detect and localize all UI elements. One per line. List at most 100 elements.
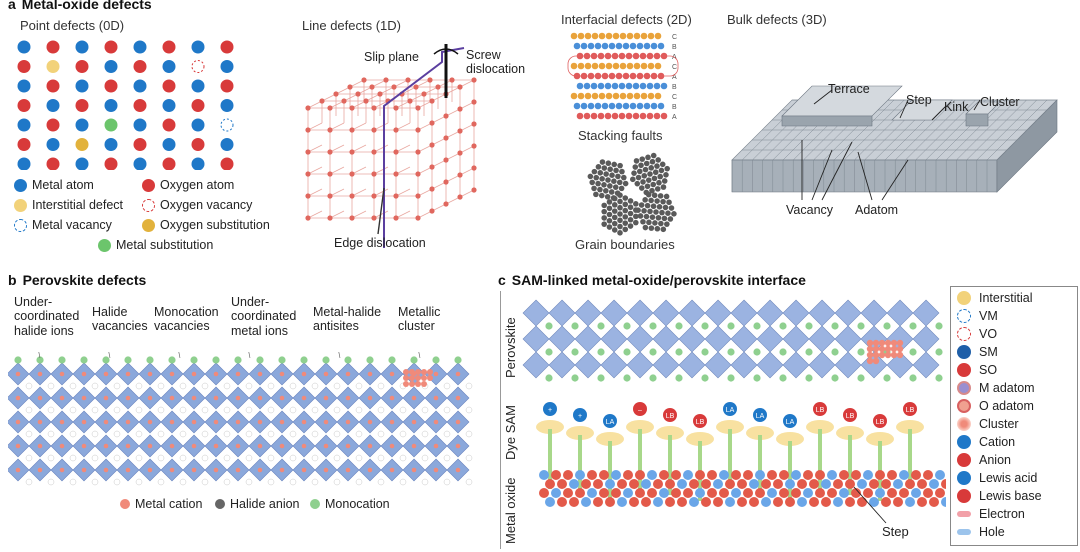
dye-molecule (596, 432, 624, 446)
stacking-atom (580, 102, 588, 110)
grain-atom (646, 219, 652, 226)
oxide-atom (767, 470, 777, 480)
layer-letter: B (672, 104, 677, 111)
octahedron (886, 351, 914, 379)
anchor-group (813, 402, 827, 416)
oxide-atom (683, 470, 693, 480)
perovskite-defect-label: Under- coordinated metal ions (231, 295, 297, 338)
lattice-atom (371, 171, 377, 177)
lattice-atom (341, 98, 347, 104)
a-site (377, 382, 385, 390)
oxide-atom (665, 497, 675, 507)
oxygen-atom (46, 79, 60, 93)
oxide-atom (833, 479, 843, 489)
a-site (333, 382, 341, 390)
legend-label: VM (979, 309, 998, 323)
oxide-atom (785, 497, 795, 507)
oxide-atom (917, 479, 927, 489)
stacking-atom (653, 112, 661, 120)
a-site (245, 478, 253, 486)
grain-atom (622, 195, 629, 201)
lattice-atom (415, 215, 421, 221)
oxide-atom (653, 479, 663, 489)
stacking-atom (632, 112, 640, 120)
lattice-atom (305, 149, 311, 155)
stacking-atom (608, 42, 616, 50)
oxygen-atom (133, 138, 147, 151)
metal-atom (220, 99, 234, 112)
metal-atom (191, 118, 205, 132)
lattice-atom (421, 91, 427, 97)
metallic-cluster-atom (415, 375, 421, 381)
oxide-atom (557, 479, 567, 489)
legend-label: Lewis acid (979, 471, 1038, 485)
grain-atom (617, 211, 623, 217)
oxide-atom (923, 470, 933, 480)
oxide-atom (653, 497, 663, 507)
lattice-atom (371, 215, 377, 221)
monocation (805, 348, 813, 356)
oxide-atom (599, 488, 609, 498)
monocation (344, 356, 352, 364)
step-pointer (853, 486, 887, 524)
lattice-atom (371, 193, 377, 199)
layer-letter: C (672, 34, 677, 41)
grain-atom (617, 223, 623, 230)
legend-label: SM (979, 345, 998, 359)
grain-atom (633, 201, 639, 207)
a-site (135, 382, 143, 390)
grain-atom (642, 224, 649, 231)
oxide-atom (911, 488, 921, 498)
monocation (571, 322, 579, 330)
octahedron (652, 351, 680, 379)
oxygen-substitution-atom (75, 138, 89, 151)
lattice-atom (443, 157, 449, 163)
oxygen-atom (162, 157, 176, 170)
oxide-atom (875, 470, 885, 480)
dye-molecule (836, 426, 864, 440)
metal-cation (367, 371, 373, 377)
oxygen-atom (162, 40, 176, 54)
a-site (311, 382, 319, 390)
grain-atom (606, 217, 613, 224)
stacking-atom (650, 42, 658, 50)
anchor-group (633, 402, 647, 416)
a-site (223, 406, 231, 414)
anchor-label: LA (726, 407, 735, 414)
monocation (909, 374, 917, 382)
dye-molecule (656, 426, 684, 440)
monocation (410, 356, 418, 364)
grain-atom (657, 193, 664, 199)
perovskite-legend-item: Monocation (310, 497, 390, 511)
monocation (14, 356, 22, 364)
grain-atom (587, 173, 594, 180)
anchor-group (693, 414, 707, 428)
oxide-atom (725, 479, 735, 489)
a-site (223, 382, 231, 390)
grain-atom (638, 202, 645, 208)
oxide-atom (557, 497, 567, 507)
grain-atom (655, 214, 662, 221)
grain-atom (656, 179, 662, 186)
oxide-atom (695, 488, 705, 498)
grain-atom (638, 185, 645, 191)
metal-cation (81, 371, 87, 377)
metal-cation (169, 395, 175, 401)
stacking-atom (576, 112, 584, 120)
a-site (333, 454, 341, 462)
monocation (675, 322, 683, 330)
grain-boundaries-label: Grain boundaries (575, 237, 675, 252)
lattice-atom (305, 105, 311, 111)
a-site (69, 406, 77, 414)
oxide-atom (641, 479, 651, 489)
grain-atom (593, 191, 599, 198)
oxide-atom (881, 479, 891, 489)
stacking-atom (598, 62, 606, 70)
lattice-atom (393, 171, 399, 177)
dye-molecule (896, 420, 924, 434)
metallic-cluster-atom (403, 369, 409, 375)
edge-dislocation-arrow (377, 187, 385, 235)
metal-cation (455, 467, 461, 473)
stacking-atom (629, 102, 637, 110)
stacking-atom (598, 92, 606, 100)
